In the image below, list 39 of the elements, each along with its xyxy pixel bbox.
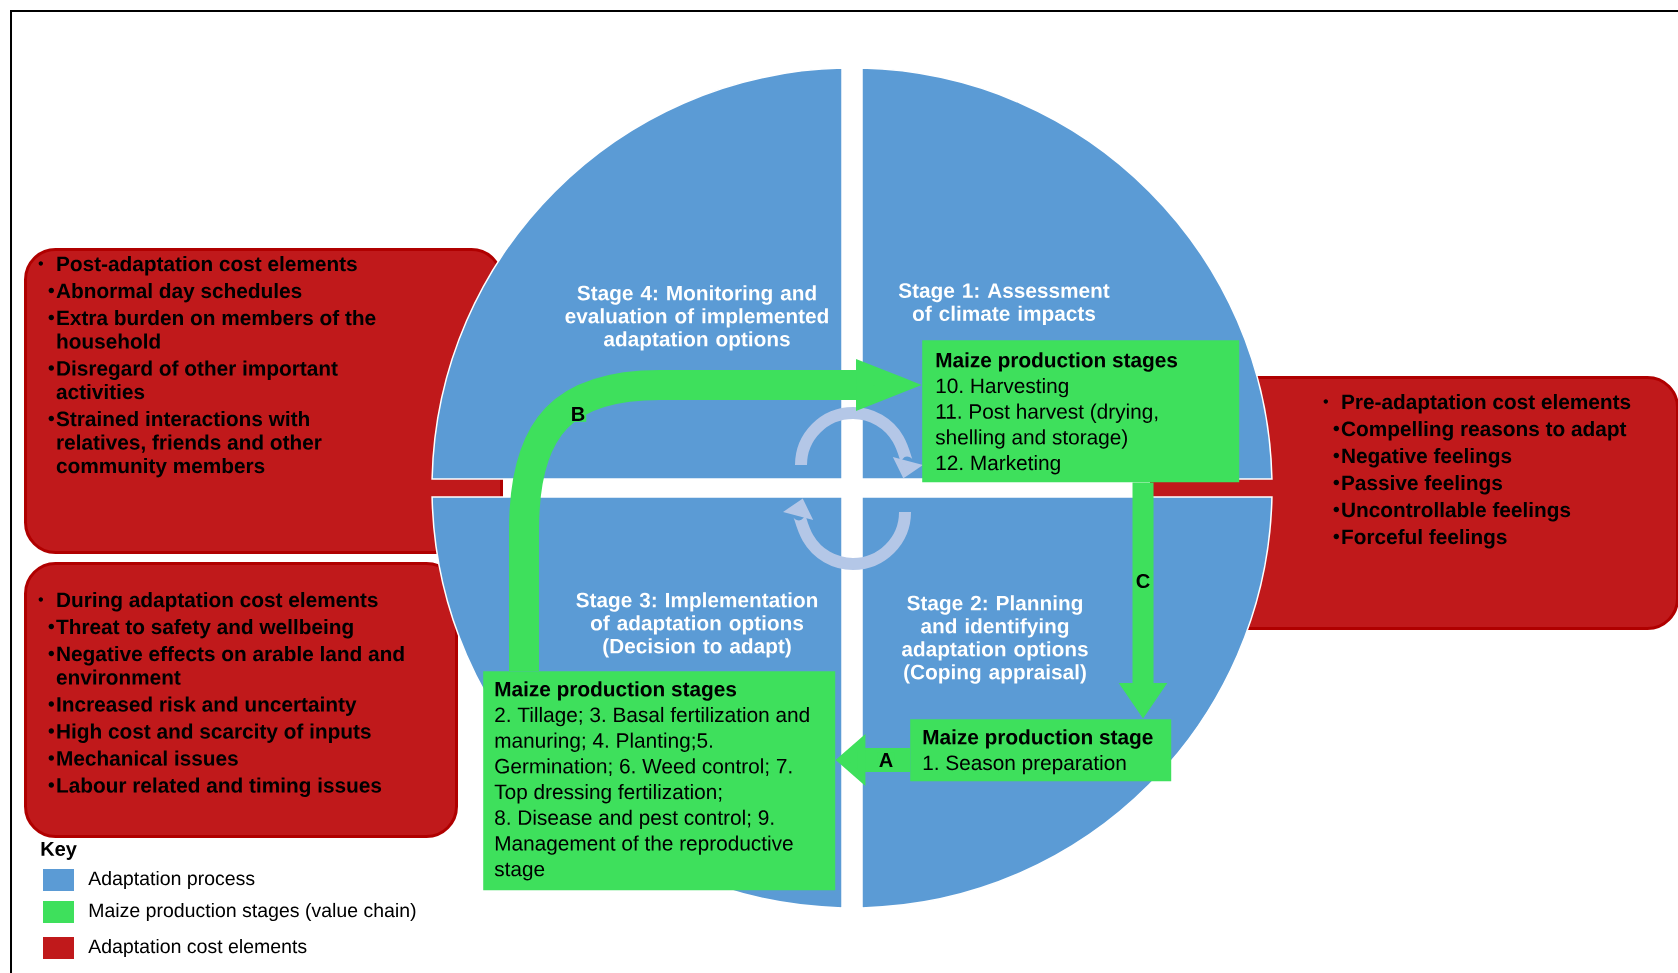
stage-title: Stage 2: Planning and identifying adaptation options (Coping appraisal): [902, 595, 1088, 684]
legend-label: Adaptation process: [88, 870, 255, 890]
stage-box: [910, 719, 1172, 782]
legend-label: Adaptation cost elements: [88, 938, 307, 958]
stage-title: Stage 3: Implementation of adaptation options (Decision to adapt): [576, 592, 818, 658]
stage-box: [483, 671, 836, 891]
bullet-item: Strained interactions with relatives, friends and other community members: [48, 411, 322, 478]
list-heading: During adaptation cost elements: [38, 592, 378, 612]
bullet-item: Extra burden on members of the household: [48, 310, 376, 349]
bullet-item: Increased risk and uncertainty: [48, 696, 357, 716]
list-heading: Post-adaptation cost elements: [38, 256, 357, 276]
bullet-item: Mechanical issues: [48, 750, 238, 766]
box-heading: Maize production stage: [923, 729, 1153, 749]
bullet-item: Labour related and timing issues: [48, 777, 382, 797]
box-heading: Maize production stages: [936, 352, 1178, 372]
cost-box: [24, 248, 503, 554]
bullet-item: Passive feelings: [1333, 475, 1502, 495]
stage-item: 10. Harvesting: [936, 377, 1068, 398]
stage-item: 1. Season preparation: [923, 754, 1126, 775]
stage-box: [922, 340, 1240, 483]
legend-label: Maize production stages (value chain): [89, 902, 416, 922]
bullet-item: Disregard of other important activities: [48, 360, 338, 400]
stage-title: Stage 4: Monitoring and evaluation of implemented adaptation options: [565, 285, 828, 351]
stage-item: 2. Tillage; 3. Basal fertilization and manuring; 4. Planting;5. Germination; 6. Weed control; 7. Top dressing fertilization;: [494, 706, 809, 804]
bullet-item: Threat to safety and wellbeing: [48, 619, 353, 639]
stage-title: Stage 1: Assessment of climate impacts: [898, 283, 1110, 326]
stage-item: 12. Marketing: [936, 455, 1060, 475]
bullet-item: Forceful feelings: [1333, 529, 1507, 549]
list-heading: Pre-adaptation cost elements: [1323, 394, 1631, 414]
cost-box: [24, 562, 458, 838]
bullet-item: High cost and scarcity of inputs: [48, 723, 371, 743]
stage-item: 8. Disease and pest control; 9. Management of the reproductive stage: [494, 809, 793, 881]
bullet-item: Uncontrollable feelings: [1333, 502, 1571, 522]
stage-item: 11. Post harvest (drying, shelling and storage): [935, 403, 1158, 449]
bullet-item: Compelling reasons to adapt: [1333, 421, 1627, 441]
bullet-item: Negative feelings: [1333, 448, 1512, 468]
box-heading: Maize production stages: [495, 681, 737, 701]
bullet-item: Negative effects on arable land and environment: [48, 646, 404, 685]
bullet-item: Abnormal day schedules: [48, 283, 302, 303]
